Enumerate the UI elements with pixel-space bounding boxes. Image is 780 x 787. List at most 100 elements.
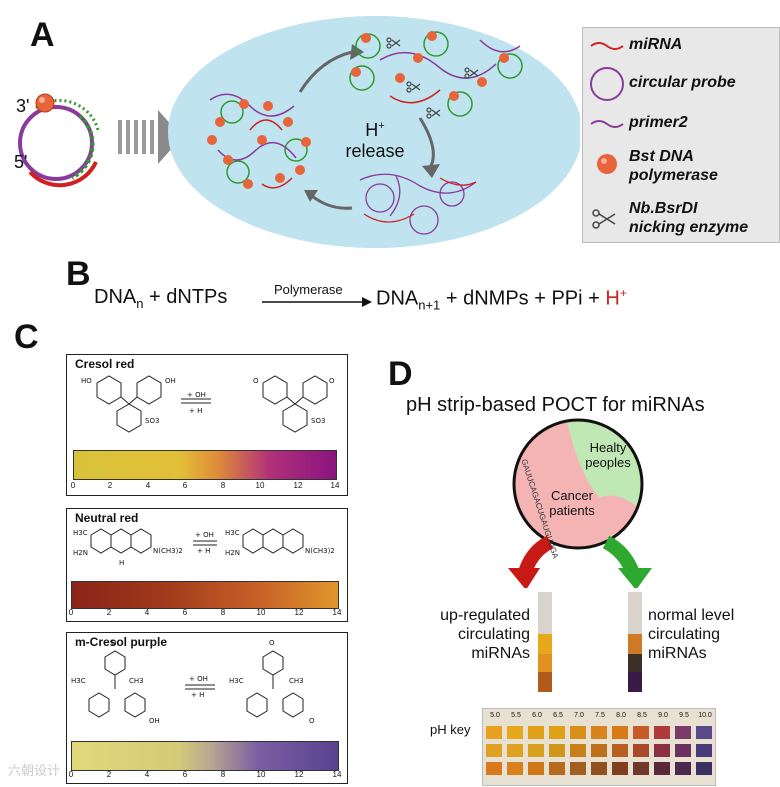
- tick: 8: [220, 608, 226, 617]
- h-ion-plus: +: [619, 286, 627, 300]
- up-line-1: up-regulated: [440, 607, 530, 624]
- chem-o-right: O: [329, 377, 335, 385]
- eq-oh: + OH: [195, 531, 214, 539]
- indicator-box-neutral-red: Neutral red H3C H2N N(CH3)2 H H3C H2N N(…: [66, 508, 348, 622]
- chem-o-top: O: [111, 639, 117, 647]
- scissors-icon: [592, 209, 616, 229]
- tick: 12: [293, 481, 303, 490]
- panel-a-label: A: [30, 16, 55, 54]
- chem-h: H: [119, 559, 125, 567]
- tick: 4: [144, 770, 150, 779]
- polymerase-ball-icon: [597, 154, 617, 174]
- chem-o-top-right: O: [269, 639, 275, 647]
- ph-swatch: [549, 726, 565, 739]
- chem-h2n-right: H2N: [225, 549, 240, 557]
- legend-icons: [590, 42, 624, 229]
- up-line-2: circulating: [457, 626, 530, 643]
- ph-swatch: [633, 762, 649, 775]
- ph-swatch: [696, 726, 712, 739]
- tick: 6: [182, 608, 188, 617]
- tick: 2: [106, 770, 112, 779]
- ph-value: 8.0: [616, 712, 626, 719]
- legend-panel: miRNA circular probe primer2 Bst DNA pol…: [582, 27, 780, 243]
- strip-segment: [538, 592, 552, 634]
- tick: 12: [294, 770, 304, 779]
- indicator-name: Cresol red: [75, 357, 135, 371]
- panel-a-diagram: [18, 16, 580, 248]
- ph-swatch: [654, 744, 670, 757]
- chem-oh: OH: [165, 377, 176, 385]
- ph-swatch: [570, 744, 586, 757]
- strip-segment: [538, 654, 552, 672]
- strip-segment: [538, 672, 552, 692]
- chem-so3-right: SO3: [311, 417, 326, 425]
- m-cresol-purple-structure: [88, 650, 304, 718]
- ph-swatch: [549, 744, 565, 757]
- ph-swatch: [654, 762, 670, 775]
- ph-swatch: [633, 726, 649, 739]
- cancer-l1: Cancer: [551, 488, 593, 503]
- miRNA-circle-diagram: [508, 418, 652, 588]
- ph-swatch: [612, 762, 628, 775]
- indicator-box-cresol-red: Cresol red HO OH SO3 O O SO3 + OH + H 0 …: [66, 354, 348, 496]
- chem-so3: SO3: [145, 417, 160, 425]
- eq-oh: + OH: [187, 391, 206, 399]
- chem-n-ch3-right: N(CH3)2: [305, 547, 335, 555]
- ph-swatch: [696, 744, 712, 757]
- polymerase-balls-top: [351, 31, 509, 101]
- ph-swatch: [549, 762, 565, 775]
- ph-swatch: [528, 744, 544, 757]
- tick: 2: [107, 481, 113, 490]
- ph-swatch: [654, 726, 670, 739]
- tick: 4: [145, 481, 151, 490]
- normal-line-1: normal level: [648, 607, 735, 624]
- indicator-box-m-cresol-purple: m-Cresol purple O H3C CH3 OH O H3C CH3 O…: [66, 632, 348, 784]
- cancer-l2: patients: [549, 503, 595, 518]
- gradient-bar-neutral-red: [71, 581, 339, 609]
- ph-swatch: [570, 726, 586, 739]
- ph-value: 6.0: [532, 712, 542, 719]
- ph-swatch: [507, 726, 523, 739]
- ph-value: 9.5: [679, 712, 689, 719]
- primer-line-icon: [590, 120, 624, 128]
- gradient-bar-m-cresol-purple: [71, 741, 339, 771]
- tick: 14: [332, 608, 342, 617]
- strip-up-regulated: [538, 592, 552, 692]
- tick: 12: [294, 608, 304, 617]
- dna-n-sub: n: [136, 296, 144, 311]
- ph-swatch: [675, 762, 691, 775]
- h-ion-label: H: [605, 287, 620, 310]
- mirna-line-icon: [590, 42, 624, 50]
- strip-segment: [628, 672, 642, 692]
- ph-swatch: [507, 762, 523, 775]
- ph-swatch: [675, 726, 691, 739]
- ph-value: 8.5: [637, 712, 647, 719]
- h-plus-sup: +: [378, 120, 385, 132]
- products-label: + dNMPs + PPi +: [445, 287, 600, 310]
- circle-probe-icon: [590, 67, 624, 101]
- ph-swatch: [633, 744, 649, 757]
- tick: 0: [68, 770, 74, 779]
- ph-value: 5.5: [511, 712, 521, 719]
- legend-polymerase-l1: Bst DNA: [629, 148, 694, 165]
- strip-segment: [628, 654, 642, 672]
- reaction-products: DNAn+1 + dNMPs + PPi + H+: [376, 286, 627, 313]
- release-label: release: [345, 141, 405, 161]
- red-arrow-icon: [508, 535, 554, 588]
- panel-a-three-prime: 3': [16, 96, 30, 116]
- dntps-label: + dNTPs: [149, 286, 228, 308]
- strip-segment: [628, 592, 642, 634]
- released-strands: [359, 173, 477, 235]
- chem-h2n: H2N: [73, 549, 88, 557]
- gradient-bar-cresol-red: [73, 450, 337, 480]
- normal-level-text: normal level circulating miRNAs: [648, 606, 768, 663]
- ph-swatch: [675, 744, 691, 757]
- tick: 2: [106, 608, 112, 617]
- cancer-label: Cancer patients: [540, 488, 604, 518]
- ph-swatch: [591, 744, 607, 757]
- ph-value: 7.0: [574, 712, 584, 719]
- up-regulated-text: up-regulated circulating miRNAs: [400, 606, 530, 663]
- chem-ho: HO: [81, 377, 92, 385]
- ph-swatch: [486, 744, 502, 757]
- reaction-ellipse: [168, 16, 580, 248]
